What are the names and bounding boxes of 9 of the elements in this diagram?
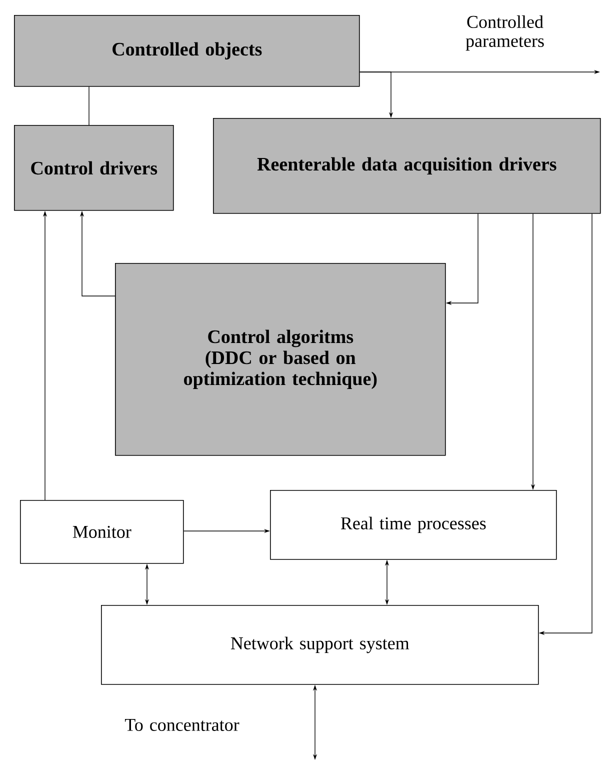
shaded-box: Control drivers	[14, 125, 174, 211]
process-box: Real time processes	[270, 490, 557, 560]
shaded-box: Reenterable data acquisition drivers	[213, 118, 601, 214]
edge-label: To concentrator	[124, 719, 240, 731]
process-box: Network support system	[101, 605, 539, 685]
shaded-box: Control algoritms (DDC or based on optimization technique)	[115, 263, 446, 456]
edge-label: Controlled parameters	[466, 15, 544, 51]
shaded-box: Controlled objects	[14, 15, 360, 87]
process-box: Monitor	[20, 500, 184, 564]
